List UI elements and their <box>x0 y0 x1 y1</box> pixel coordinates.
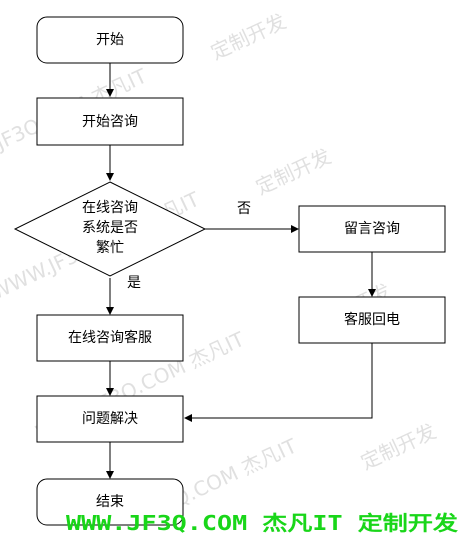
watermark-brand-1: 定制开发 <box>207 9 290 65</box>
node-consult-label: 开始咨询 <box>82 114 138 130</box>
node-end-label: 结束 <box>96 494 124 510</box>
node-online-service: 在线咨询客服 <box>36 314 184 362</box>
edges <box>106 63 376 479</box>
node-callback: 客服回电 <box>298 296 446 344</box>
watermark-brand-4: 定制开发 <box>357 419 440 475</box>
watermark-layer: 定制开发 JF3Q.COM 杰凡IT 定制开发 WWW.JF3Q.COM 杰凡I… <box>0 9 440 525</box>
node-decision-line-1: 在线咨询 <box>82 200 138 216</box>
footer-watermark: WWW.JF3Q.COM 杰凡IT 定制开发 <box>66 511 459 535</box>
node-end: 结束 <box>36 478 184 526</box>
node-online-service-label: 在线咨询客服 <box>68 329 152 346</box>
node-decision: 在线咨询 系统是否 繁忙 <box>13 181 207 277</box>
node-consult: 开始咨询 <box>36 97 184 146</box>
node-leave-message: 留言咨询 <box>298 205 446 253</box>
edge-label-no: 否 <box>237 201 251 217</box>
node-resolve-label: 问题解决 <box>82 411 138 427</box>
edge-label-yes: 是 <box>127 275 141 291</box>
node-start: 开始 <box>36 16 184 64</box>
watermark-brand-2: 定制开发 <box>252 144 335 200</box>
edge-callback-to-resolve <box>184 343 373 422</box>
node-resolve: 问题解决 <box>36 395 184 443</box>
node-decision-line-3: 繁忙 <box>96 240 124 256</box>
node-start-label: 开始 <box>96 32 124 48</box>
node-decision-line-2: 系统是否 <box>82 220 138 236</box>
node-leave-message-label: 留言咨询 <box>344 221 400 237</box>
node-callback-label: 客服回电 <box>344 311 400 328</box>
